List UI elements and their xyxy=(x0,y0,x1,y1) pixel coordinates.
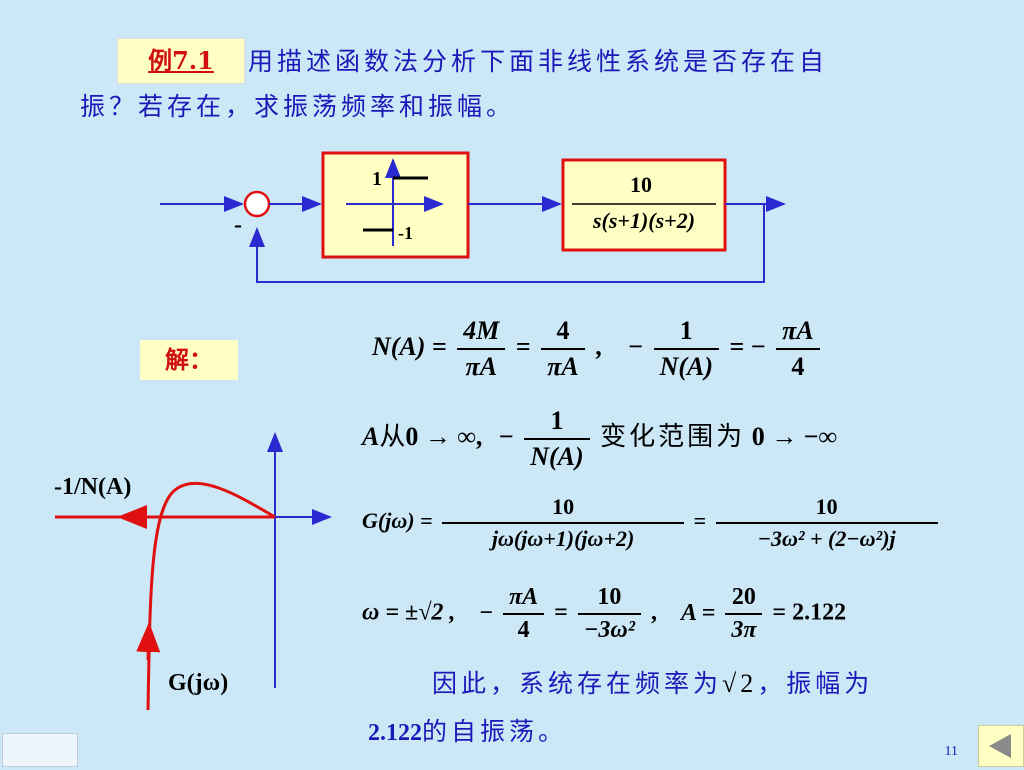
nyquist-graph xyxy=(55,432,332,711)
g-label: G(jω) xyxy=(168,670,229,696)
back-button[interactable] xyxy=(978,725,1024,767)
back-arrow-icon xyxy=(989,734,1011,758)
problem-line1: 用描述函数法分析下面非线性系统是否存在自 xyxy=(248,47,829,76)
feedback-path xyxy=(249,204,765,283)
conclusion-line2: 2.122的自振荡。 xyxy=(368,717,568,746)
minus-sign: - xyxy=(234,212,242,238)
example-label: 例7.1 xyxy=(117,38,245,84)
solution-label: 解： xyxy=(140,340,238,380)
page-number: 11 xyxy=(944,744,958,759)
conclusion-line1: 因此，系统存在频率为√2，振幅为 xyxy=(432,669,874,698)
inv-df-label: -1/N(A) xyxy=(54,474,132,500)
relay-low-label: -1 xyxy=(398,223,413,243)
plant-numerator: 10 xyxy=(630,172,652,197)
relay-high-label: 1 xyxy=(372,168,382,190)
problem-line2: 振？若存在，求振荡频率和振幅。 xyxy=(80,92,516,121)
summing-junction xyxy=(243,190,271,218)
plant-block xyxy=(561,158,727,252)
block-diagram xyxy=(160,151,786,283)
plant-denominator: s(s+1)(s+2) xyxy=(592,208,696,233)
nav-home-button[interactable] xyxy=(2,733,78,767)
